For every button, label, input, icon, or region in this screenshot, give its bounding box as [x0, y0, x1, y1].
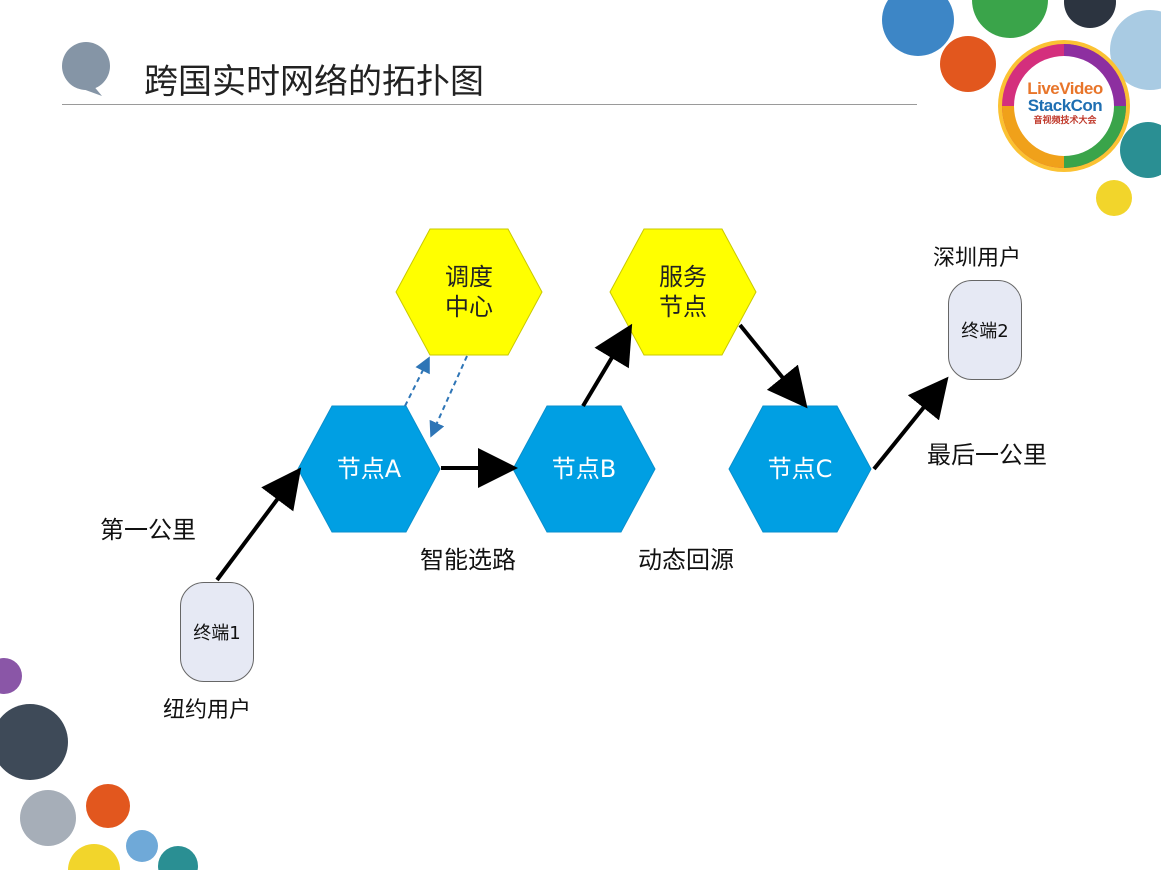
- node-b-label: 节点B: [551, 455, 617, 483]
- terminal-1-caption: 纽约用户: [163, 698, 252, 723]
- dashed-arrow-dispatch-to-node-a: [429, 355, 468, 438]
- first-mile-label: 第一公里: [100, 516, 196, 544]
- arrow-service-to-node-c: [738, 323, 808, 409]
- terminal-1: 终端1: [180, 582, 254, 682]
- node-c: [728, 405, 872, 533]
- arrow-node-c-to-terminal2: [872, 376, 949, 471]
- arrow-terminal1-to-node-a: [215, 467, 302, 582]
- arrow-node-b-to-service: [581, 323, 633, 408]
- terminal-2-label: 终端2: [961, 321, 1009, 342]
- logo-line-3: 音视频技术大会: [1033, 115, 1097, 125]
- last-mile-label: 最后一公里: [927, 441, 1047, 469]
- dashed-arrow-node-a-to-dispatch: [404, 356, 430, 407]
- title-divider: [62, 104, 917, 105]
- page-title: 跨国实时网络的拓扑图: [144, 62, 484, 102]
- node-a: [297, 405, 441, 533]
- terminal-1-label: 终端1: [193, 623, 241, 644]
- node-a-label: 节点A: [336, 455, 402, 483]
- conference-logo: LiveVideo StackCon 音视频技术大会: [1016, 80, 1114, 125]
- service-node-label: 服务节点: [659, 263, 707, 321]
- logo-line-1: LiveVideo: [1027, 79, 1103, 98]
- logo-line-2: StackCon: [1027, 96, 1103, 115]
- dispatch-center-node: [395, 228, 543, 356]
- dispatch-center-label: 调度中心: [445, 263, 493, 321]
- smart-routing-label: 智能选路: [420, 546, 516, 574]
- node-c-label: 节点C: [767, 455, 833, 483]
- dynamic-origin-label: 动态回源: [638, 546, 734, 574]
- terminal-2-caption: 深圳用户: [933, 246, 1022, 271]
- service-node: [609, 228, 757, 356]
- terminal-2: 终端2: [948, 280, 1022, 380]
- node-b: [512, 405, 656, 533]
